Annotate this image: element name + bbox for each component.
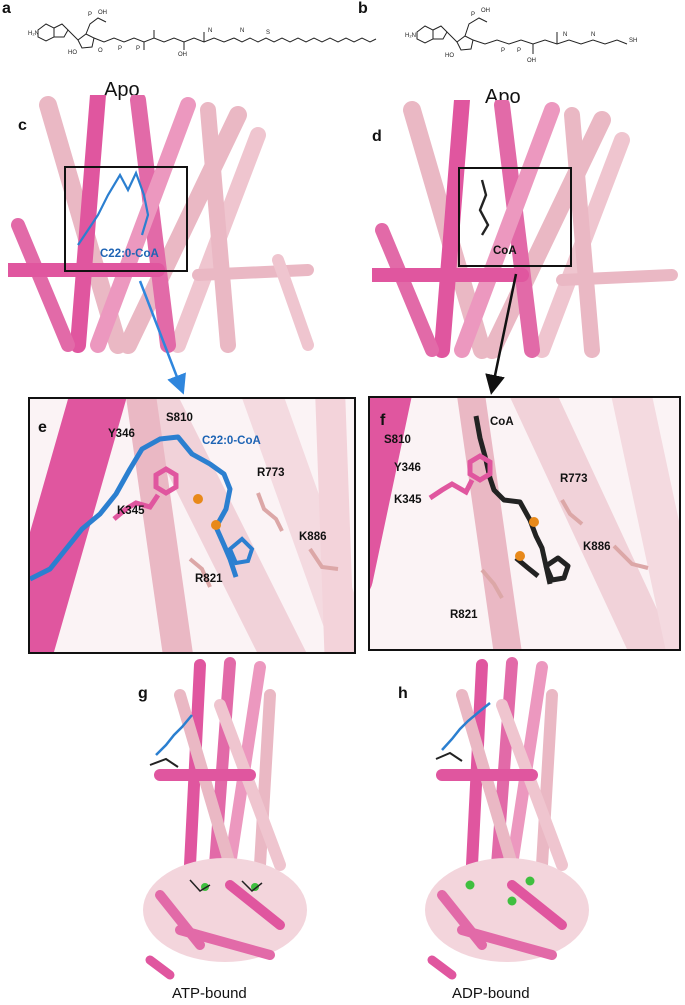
coa-chemical-structure: H₂N P OH HO P P OH N N SH	[405, 8, 637, 64]
residue-label-s810-f: S810	[384, 434, 411, 446]
h-magnesium-ion-2	[525, 876, 535, 886]
panel-letter-h: h	[398, 685, 408, 702]
panel-c-protein-render	[8, 95, 314, 354]
svg-text:P: P	[517, 48, 521, 54]
panel-d-protein-render	[372, 100, 678, 359]
panel-d-zoom-box	[458, 167, 572, 267]
svg-text:P: P	[118, 46, 122, 52]
zoom-arrows	[138, 273, 518, 395]
residue-label-y346-e: Y346	[108, 428, 135, 440]
svg-text:HO: HO	[68, 50, 77, 56]
svg-text:HO: HO	[445, 53, 454, 59]
residue-label-k345-e: K345	[117, 505, 145, 517]
residue-label-k886-e: K886	[299, 531, 327, 543]
svg-text:O: O	[98, 48, 103, 54]
h-magnesium-ion-3	[507, 896, 517, 906]
panel-h-protein-render	[425, 657, 589, 980]
panel-c-ligand-label: C22:0-CoA	[100, 248, 159, 260]
panel-g-protein-render	[143, 657, 307, 980]
residue-label-y346-f: Y346	[394, 462, 421, 474]
panel-g-caption: ATP-bound	[172, 985, 247, 1002]
panel-d-ligand-label: CoA	[493, 245, 517, 257]
svg-text:OH: OH	[481, 8, 490, 14]
panel-e-scene	[30, 399, 354, 652]
svg-text:OH: OH	[178, 52, 187, 58]
panel-letter-c: c	[18, 117, 27, 134]
residue-label-r773-e: R773	[257, 467, 285, 479]
svg-text:N: N	[208, 28, 212, 34]
panel-f-zoom-inset: f CoA S810 Y346 R773 K345 K886 R821	[368, 396, 681, 651]
residue-label-k886-f: K886	[583, 541, 611, 553]
panel-c-title: Apo	[104, 79, 140, 101]
panel-h-caption: ADP-bound	[452, 985, 530, 1002]
residue-label-s810-e: S810	[166, 412, 193, 424]
ligand-label-c22-coa-e: C22:0-CoA	[202, 435, 261, 447]
panel-letter-a: a	[2, 0, 11, 17]
c22-coa-chemical-structure: H₂N P OH HO O P P OH N N S	[28, 10, 377, 58]
svg-text:P: P	[136, 46, 140, 52]
svg-text:S: S	[266, 30, 270, 36]
h-c22-coa-ligand	[441, 702, 491, 751]
g-c22-coa-ligand	[155, 714, 193, 756]
panel-letter-d: d	[372, 128, 382, 145]
svg-text:P: P	[88, 12, 92, 18]
g-magnesium-ion-2	[251, 883, 259, 891]
c22-coa-ligand-stick	[77, 170, 150, 246]
residue-label-k345-f: K345	[394, 494, 422, 506]
residue-label-r821-f: R821	[450, 609, 478, 621]
svg-text:H₂N: H₂N	[405, 33, 416, 39]
h-magnesium-ion-1	[465, 880, 475, 890]
panel-d-title: Apo	[485, 86, 521, 108]
svg-text:OH: OH	[527, 58, 536, 64]
panel-letter-b: b	[358, 0, 368, 17]
panel-letter-f: f	[380, 412, 386, 429]
svg-text:P: P	[501, 48, 505, 54]
blue-zoom-arrow	[138, 280, 186, 395]
residue-label-r773-f: R773	[560, 473, 588, 485]
black-zoom-arrow	[485, 273, 518, 395]
svg-text:N: N	[563, 32, 567, 38]
ligand-label-coa-f: CoA	[490, 416, 514, 428]
residue-label-r821-e: R821	[195, 573, 223, 585]
panel-letter-e: e	[38, 419, 47, 436]
svg-text:H₂N: H₂N	[28, 31, 39, 37]
svg-text:N: N	[240, 28, 244, 34]
svg-text:P: P	[471, 12, 475, 18]
panel-f-scene	[370, 398, 679, 649]
coa-ligand-stick	[478, 179, 490, 236]
svg-text:SH: SH	[629, 38, 637, 44]
panel-c-zoom-box	[64, 166, 188, 272]
panel-e-zoom-inset: e Y346 S810 C22:0-CoA R773 K345 K886 R82…	[28, 397, 356, 654]
panel-letter-g: g	[138, 685, 148, 702]
svg-text:OH: OH	[98, 10, 107, 16]
svg-text:N: N	[591, 32, 595, 38]
